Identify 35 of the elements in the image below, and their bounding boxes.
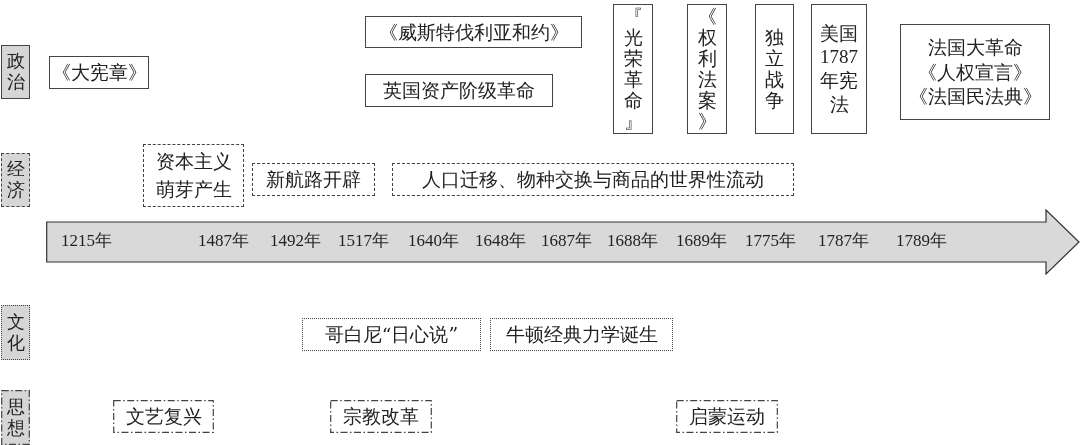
- event-box: 牛顿经典力学诞生: [490, 318, 673, 351]
- event-text: 《人权宣言》: [918, 59, 1032, 85]
- year-label: 1492年: [270, 230, 321, 252]
- event-box: 哥白尼“日心说”: [302, 318, 481, 351]
- category-label: 政治: [1, 45, 30, 99]
- year-label: 1787年: [818, 230, 869, 252]
- event-box: 《权利法案》: [687, 4, 727, 134]
- year-label: 1648年: [475, 230, 526, 252]
- event-box: 人口迁移、物种交换与商品的世界性流动: [392, 163, 794, 196]
- event-box: 《大宪章》: [49, 56, 149, 89]
- year-label: 1689年: [676, 230, 727, 252]
- year-label: 1687年: [541, 230, 592, 252]
- event-box: 启蒙运动: [676, 400, 778, 433]
- event-box: 『光荣革命』: [613, 4, 653, 134]
- year-label: 1517年: [338, 230, 389, 252]
- event-text: 《法国民法典》: [908, 84, 1042, 110]
- year-label: 1487年: [198, 230, 249, 252]
- year-label: 1215年: [61, 230, 112, 252]
- event-box: 《威斯特伐利亚和约》: [365, 16, 582, 48]
- event-box: 独立战争: [755, 4, 794, 134]
- event-text: 法国大革命: [927, 34, 1023, 60]
- year-label: 1640年: [408, 230, 459, 252]
- event-box: 宗教改革: [330, 400, 432, 433]
- category-label: 经济: [1, 153, 30, 207]
- year-label: 1789年: [896, 230, 947, 252]
- event-box: [900, 24, 1050, 120]
- event-box: 英国资产阶级革命: [365, 74, 553, 107]
- category-label: 思想: [1, 390, 30, 445]
- year-label: 1775年: [745, 230, 796, 252]
- event-box: 美国1787年宪法: [811, 4, 867, 134]
- event-box: 文艺复兴: [113, 400, 214, 433]
- year-label: 1688年: [607, 230, 658, 252]
- event-box: 新航路开辟: [252, 163, 375, 196]
- event-box: 资本主义萌芽产生: [143, 144, 244, 207]
- category-label: 文化: [1, 305, 30, 360]
